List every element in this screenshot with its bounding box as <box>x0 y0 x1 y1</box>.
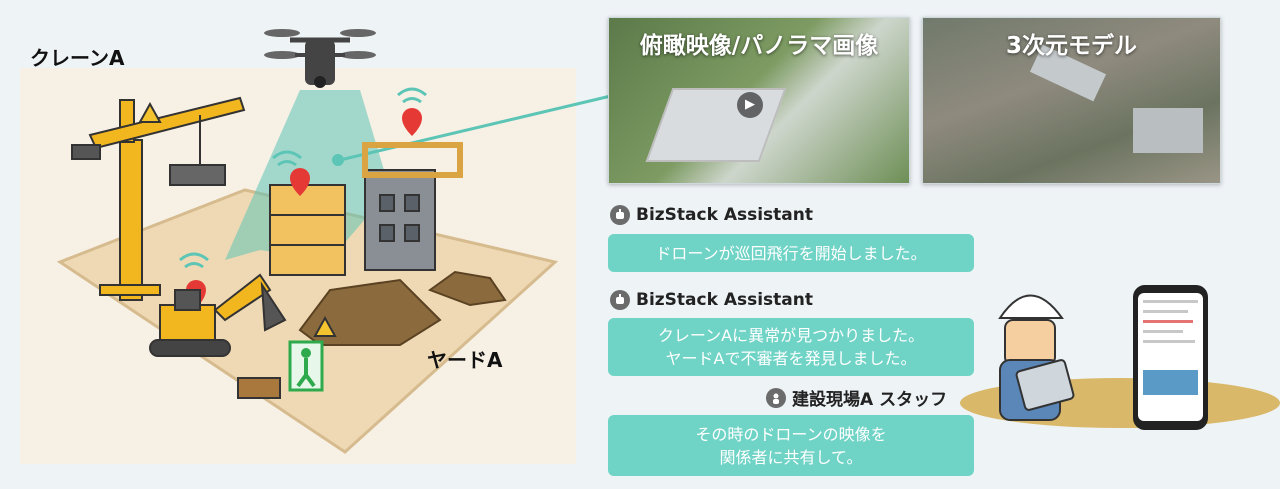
overhead-video-title: 俯瞰映像/パノラマ画像 <box>639 33 879 59</box>
3d-model-card[interactable]: 3次元モデル <box>922 17 1221 184</box>
scaffold-building-icon <box>269 142 463 276</box>
lumber-icon <box>237 377 281 399</box>
link-dot <box>332 154 344 166</box>
dirt-pile <box>427 270 507 307</box>
yard-label: ヤードA <box>427 348 503 372</box>
warning-icon <box>138 101 162 123</box>
chat-bubble: その時のドローンの映像を 関係者に共有して。 <box>608 415 974 476</box>
wifi-icon <box>179 87 427 269</box>
crane-label: クレーンA <box>30 46 125 70</box>
sender-label: BizStack Assistant <box>610 290 813 310</box>
overhead-video-card[interactable]: 俯瞰映像/パノラマ画像 ▶ <box>608 17 910 184</box>
play-icon[interactable]: ▶ <box>737 92 763 118</box>
3d-model-title: 3次元モデル <box>1005 33 1137 59</box>
excavator-icon <box>149 273 287 357</box>
person-icon <box>766 387 786 408</box>
smartphone-icon <box>1133 285 1208 430</box>
bot-icon <box>610 205 630 225</box>
sender-label: BizStack Assistant <box>610 205 813 225</box>
warning-icon <box>313 315 337 337</box>
link-line <box>339 93 616 162</box>
crane-icon <box>71 96 246 301</box>
bot-icon <box>610 290 630 310</box>
drone-icon <box>264 29 376 88</box>
chat-bubble: クレーンAに異常が見つかりました。 ヤードAで不審者を発見しました。 <box>608 318 974 376</box>
worker-icon <box>998 294 1075 421</box>
sender-label: 建設現場A スタッフ <box>766 385 947 410</box>
chat-bubble: ドローンが巡回飛行を開始しました。 <box>608 234 974 272</box>
